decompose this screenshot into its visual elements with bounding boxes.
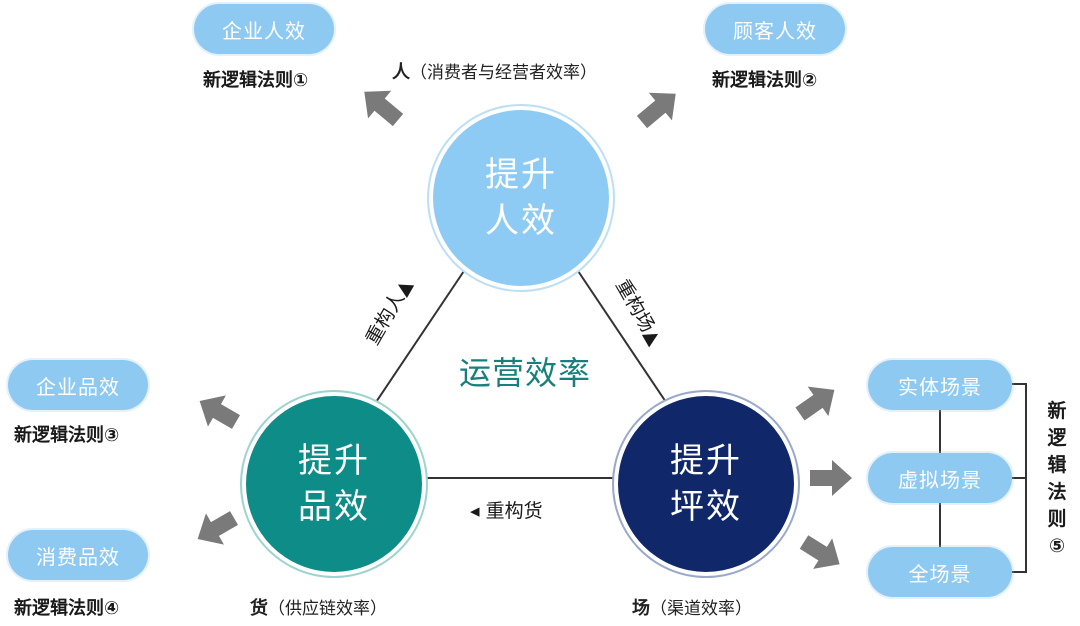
rule-4-label: 新逻辑法则④ [14, 598, 120, 619]
rule-1-label: 新逻辑法则① [203, 70, 309, 91]
circle-people-line2: 人效 [485, 201, 557, 241]
circle-place-line1: 提升 [670, 441, 742, 481]
arrow-right-mid [810, 460, 852, 496]
goods-caption: 货（供应链效率） [250, 594, 387, 620]
pill-consumer-goods: 消费品效 [8, 530, 148, 580]
arrow-up-right [636, 92, 676, 129]
center-operations-label: 运营效率 [458, 354, 591, 392]
pill-enterprise-people: 企业人效 [194, 4, 334, 54]
circle-goods-line2: 品效 [298, 487, 370, 527]
goods-caption-detail: （供应链效率） [268, 599, 387, 619]
arrow-mid-left [199, 395, 240, 429]
edge-people-place [571, 261, 679, 421]
arrow-up-left [364, 90, 404, 127]
people-caption-detail: （消费者与经营者效率） [410, 63, 597, 83]
rule-5-label: 新逻辑法则⑤ [1047, 400, 1067, 557]
circle-place-efficiency: 提升 坪效 [618, 396, 794, 572]
place-caption: 场（渠道效率） [632, 594, 752, 620]
pill-enterprise-goods: 企业品效 [8, 360, 148, 410]
people-caption-head: 人 [392, 62, 410, 83]
edge-label-restructure-goods: ◂ 重构货 [470, 500, 543, 522]
place-caption-detail: （渠道效率） [650, 599, 752, 619]
pill-customer-people: 顾客人效 [705, 4, 845, 54]
rule-2-label: 新逻辑法则② [712, 70, 818, 91]
circle-people-line1: 提升 [485, 155, 557, 195]
place-caption-head: 场 [632, 598, 650, 619]
circle-people-efficiency: 提升 人效 [433, 110, 609, 286]
circle-goods-line1: 提升 [298, 441, 370, 481]
goods-caption-head: 货 [250, 598, 268, 619]
arrow-right-down [799, 535, 840, 569]
rule-3-label: 新逻辑法则③ [14, 425, 120, 446]
circle-place-line2: 坪效 [670, 487, 742, 527]
circle-goods-efficiency: 提升 品效 [246, 396, 422, 572]
people-caption: 人（消费者与经营者效率） [392, 58, 597, 84]
pill-virtual-scene: 虚拟场景 [868, 453, 1012, 503]
arrow-low-left [197, 511, 238, 545]
arrow-right-up [795, 386, 835, 421]
edge-people-goods [363, 261, 471, 421]
pill-omni-scene: 全场景 [868, 547, 1012, 597]
pill-physical-scene: 实体场景 [868, 360, 1012, 410]
